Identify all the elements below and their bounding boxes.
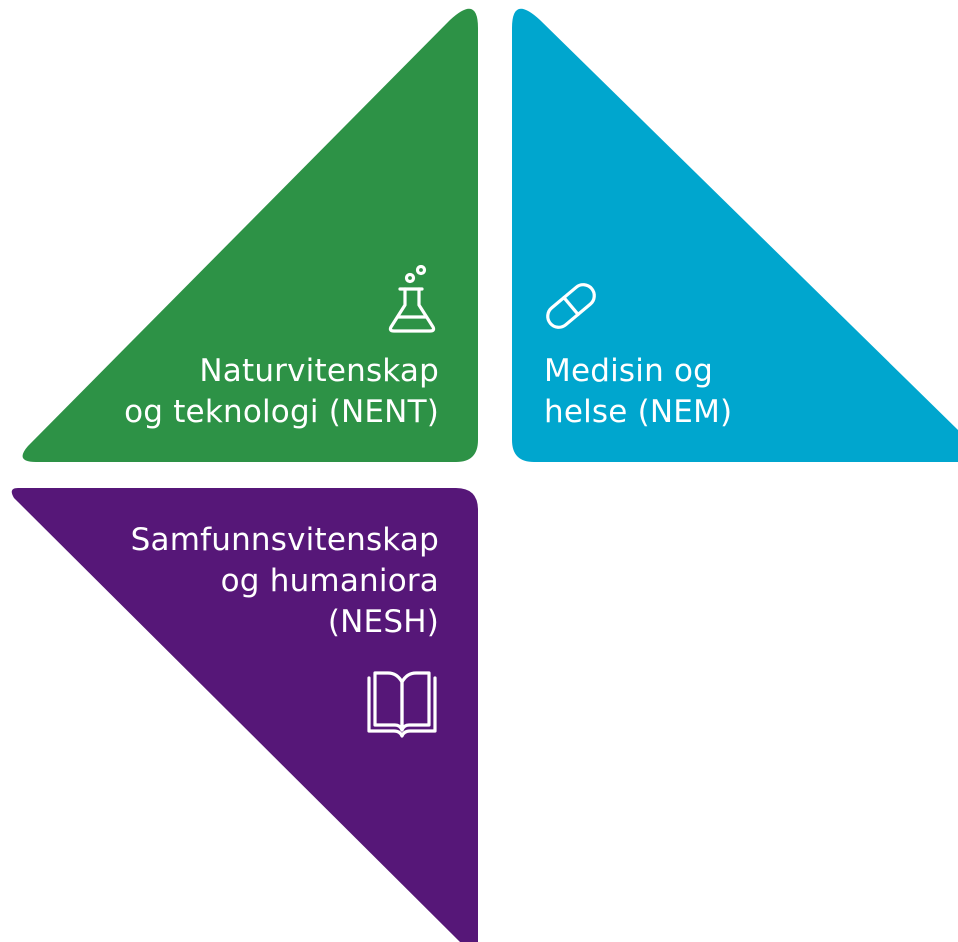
- nesh-label: Samfunnsvitenskap og humaniora (NESH): [131, 520, 439, 643]
- nem-label: Medisin og helse (NEM): [544, 351, 732, 433]
- nent-label-line-1: Naturvitenskap: [199, 353, 439, 389]
- nem-tile: [512, 8, 958, 462]
- nesh-label-line-1: Samfunnsvitenskap: [130, 522, 439, 558]
- nesh-tile: [11, 488, 478, 942]
- book-icon: [367, 671, 437, 738]
- nent-tile: [22, 8, 479, 462]
- nem-label-line-2: helse (NEM): [544, 394, 733, 430]
- nent-label-line-2: og teknologi (NENT): [124, 394, 439, 430]
- nesh-label-line-2: og humaniora: [220, 563, 439, 599]
- pill-icon: [546, 283, 596, 329]
- nem-label-line-1: Medisin og: [544, 353, 714, 389]
- nesh-label-line-3: (NESH): [327, 604, 439, 640]
- flask-icon: [388, 265, 436, 333]
- nent-label: Naturvitenskap og teknologi (NENT): [124, 351, 439, 433]
